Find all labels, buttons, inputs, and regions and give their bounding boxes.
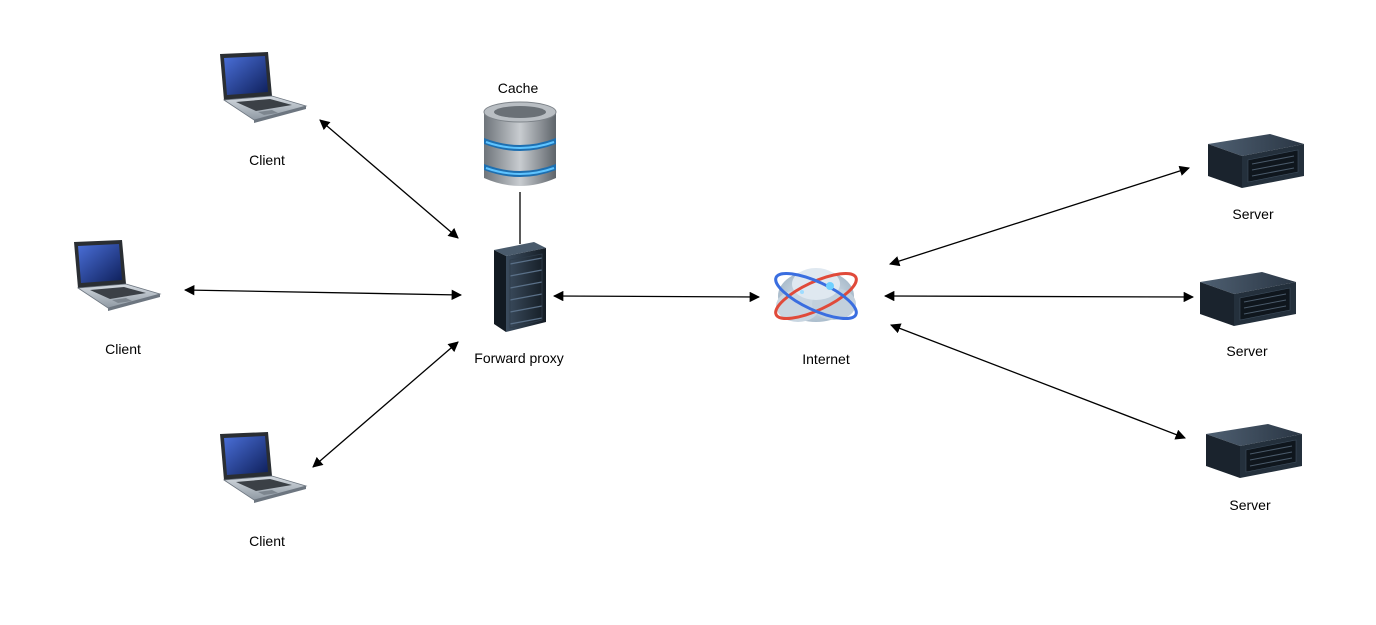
connection-arrows (183, 119, 1195, 468)
arrow-client-top-proxy (319, 119, 459, 239)
label-server-mid: Server (1226, 343, 1268, 359)
label-client-mid: Client (105, 341, 141, 357)
server-icon (1205, 423, 1303, 479)
laptop-icon (219, 51, 307, 124)
label-server-top: Server (1232, 206, 1274, 222)
arrow-internet-server-mid (883, 290, 1195, 303)
arrow-client-bottom-proxy (312, 341, 459, 468)
arrow-client-mid-proxy (183, 284, 463, 301)
server-icon (1207, 133, 1305, 189)
label-cache: Cache (497, 80, 539, 96)
laptop-icon (219, 431, 307, 504)
arrow-proxy-internet (552, 290, 761, 303)
server-rack-icon (494, 242, 546, 332)
arrow-internet-server-top (889, 165, 1190, 267)
label-client-bottom: Client (249, 533, 285, 549)
laptop-icon (73, 239, 161, 312)
label-forward-proxy: Forward proxy (474, 350, 564, 366)
database-icon (483, 101, 557, 186)
cloud-globe-icon (774, 268, 858, 322)
label-server-bottom: Server (1229, 497, 1271, 513)
label-internet: Internet (802, 351, 850, 367)
arrow-internet-server-bottom (890, 323, 1186, 440)
label-client-top: Client (249, 152, 285, 168)
server-icon (1199, 271, 1297, 327)
